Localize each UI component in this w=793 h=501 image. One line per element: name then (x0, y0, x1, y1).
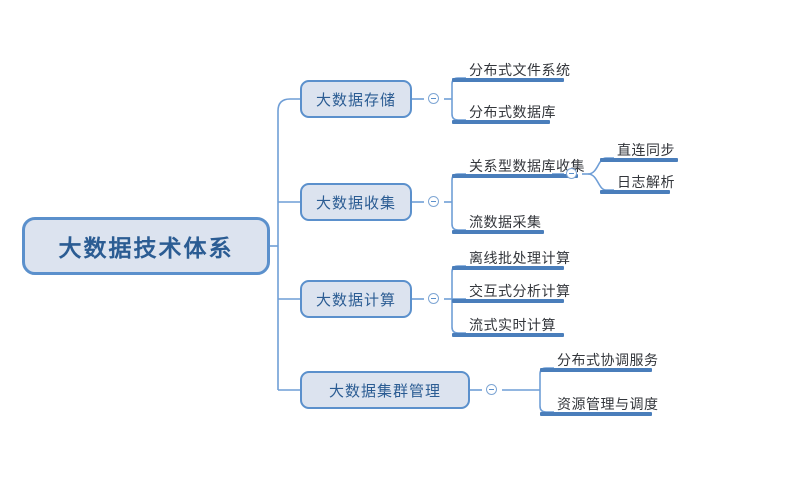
branch-node-cluster-management[interactable]: 大数据集群管理 (300, 371, 470, 409)
branch-node-cluster-management-label: 大数据集群管理 (328, 382, 441, 400)
collapse-toggle-rdb-collection-icon[interactable] (566, 168, 577, 179)
collapse-toggle-storage-icon[interactable] (428, 93, 439, 104)
root-node[interactable]: 大数据技术体系 (22, 217, 270, 275)
leaf-bar-resource-scheduling (540, 412, 652, 416)
branch-node-computing-label: 大数据计算 (315, 291, 396, 309)
leaf-node-batch-computing[interactable]: 离线批处理计算 (466, 246, 576, 268)
leaf-node-direct-sync-label: 直连同步 (617, 142, 675, 158)
leaf-node-interactive-computing-label: 交互式分析计算 (469, 283, 571, 299)
leaf-bar-streaming-computing (452, 333, 564, 337)
leaf-node-interactive-computing[interactable]: 交互式分析计算 (466, 279, 576, 301)
leaf-bar-direct-sync (600, 158, 678, 162)
collapse-toggle-cluster-management-icon[interactable] (486, 384, 497, 395)
root-node-label: 大数据技术体系 (58, 235, 234, 261)
leaf-node-batch-computing-label: 离线批处理计算 (469, 250, 571, 266)
branch-node-storage-label: 大数据存储 (315, 91, 396, 109)
collapse-toggle-collection-icon[interactable] (428, 196, 439, 207)
leaf-bar-rdb-collection (452, 174, 578, 178)
leaf-node-coordination-service-label: 分布式协调服务 (557, 352, 659, 368)
leaf-bar-interactive-computing (452, 299, 564, 303)
leaf-node-log-parsing-label: 日志解析 (617, 174, 675, 190)
leaf-node-streaming-computing[interactable]: 流式实时计算 (466, 313, 576, 335)
branch-node-collection-label: 大数据收集 (315, 194, 396, 212)
leaf-node-streaming-computing-label: 流式实时计算 (469, 317, 556, 333)
connector-b2c1-child-2 (587, 173, 614, 191)
leaf-node-stream-collection[interactable]: 流数据采集 (466, 210, 556, 232)
leaf-bar-coordination-service (540, 368, 652, 372)
leaf-node-coordination-service[interactable]: 分布式协调服务 (554, 348, 664, 370)
leaf-node-stream-collection-label: 流数据采集 (469, 214, 542, 230)
connector-branch-1 (277, 98, 300, 112)
leaf-bar-dfs (452, 78, 564, 82)
leaf-node-log-parsing[interactable]: 日志解析 (614, 170, 676, 192)
leaf-node-dfs-label: 分布式文件系统 (469, 62, 571, 78)
leaf-node-rdb-collection[interactable]: 关系型数据库收集 (466, 154, 590, 176)
collapse-toggle-computing-icon[interactable] (428, 293, 439, 304)
branch-node-computing[interactable]: 大数据计算 (300, 280, 412, 318)
leaf-node-resource-scheduling-label: 资源管理与调度 (557, 396, 659, 412)
branch-node-storage[interactable]: 大数据存储 (300, 80, 412, 118)
leaf-node-resource-scheduling[interactable]: 资源管理与调度 (554, 392, 664, 414)
leaf-node-direct-sync[interactable]: 直连同步 (614, 138, 690, 160)
leaf-bar-stream-collection (452, 230, 544, 234)
leaf-bar-batch-computing (452, 266, 564, 270)
leaf-node-rdb-collection-label: 关系型数据库收集 (469, 158, 585, 174)
leaf-node-distributed-db[interactable]: 分布式数据库 (466, 100, 562, 122)
leaf-node-dfs[interactable]: 分布式文件系统 (466, 58, 576, 80)
leaf-bar-distributed-db (452, 120, 550, 124)
leaf-node-distributed-db-label: 分布式数据库 (469, 104, 556, 120)
leaf-bar-log-parsing (600, 190, 670, 194)
branch-node-collection[interactable]: 大数据收集 (300, 183, 412, 221)
